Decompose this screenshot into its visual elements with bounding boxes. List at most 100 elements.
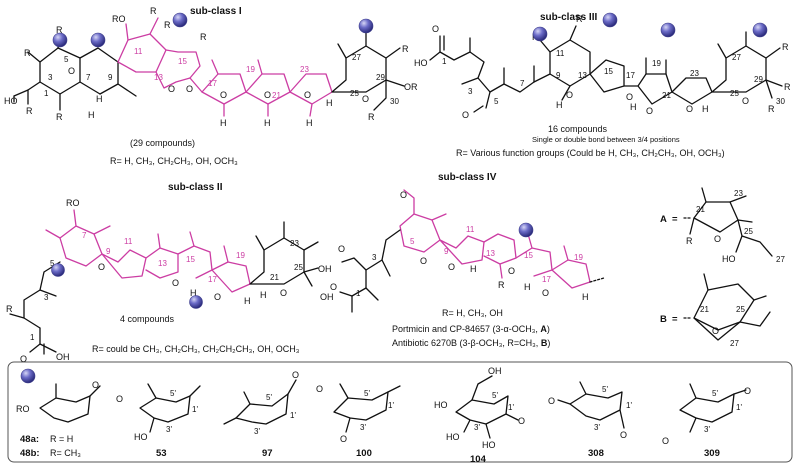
s3-rgroups: R= Various function groups (Could be H, … <box>456 148 725 158</box>
sugar-53-label: 53 <box>156 448 167 459</box>
s1-o-label-1: O <box>68 66 75 76</box>
s1-h-label-2: H <box>88 110 95 120</box>
s3-o-label-3: O <box>566 90 573 100</box>
s3-num-15: 15 <box>604 67 613 76</box>
sugar-309-p3: 3' <box>704 425 710 434</box>
s1-num-19: 19 <box>246 65 255 74</box>
s4-line1-c: ) <box>547 324 550 334</box>
s3-num-21: 21 <box>662 91 671 100</box>
s2-num-1: 1 <box>30 333 35 342</box>
s4-num-17: 17 <box>542 275 551 284</box>
sugar-308-label: 308 <box>588 448 604 459</box>
sugar-308-o-2: O <box>620 430 627 440</box>
frag-b-o: O <box>712 326 719 336</box>
s2-oh-label-1: OH <box>56 352 70 362</box>
s4-h-label-2: H <box>524 282 531 292</box>
s2-num-23: 23 <box>290 239 299 248</box>
sugar-309-o-1: O <box>662 436 669 446</box>
s1-sugar-ball-1 <box>52 32 68 48</box>
sugar-53-ho: HO <box>134 432 148 442</box>
sugar-53-o-1: O <box>116 394 123 404</box>
s2-oh-label-2: OH <box>318 264 332 274</box>
sugar-97-label: 97 <box>262 448 273 459</box>
s2-num-21: 21 <box>270 273 279 282</box>
s3-o-label-7: O <box>742 96 749 106</box>
s1-r-label-7: R <box>200 32 207 42</box>
s3-o-label-5: O <box>646 106 653 116</box>
s4-oh-label: OH <box>320 292 334 302</box>
sugar-97-p1: 1' <box>290 411 296 420</box>
s4-o-label-3: O <box>508 266 515 276</box>
s3-o-label-6: O <box>686 104 693 114</box>
sugar-97-o: O <box>292 370 299 380</box>
s3-h-label-1: H <box>556 100 563 110</box>
s2-num-19: 19 <box>236 251 245 260</box>
s2-num-7: 7 <box>82 231 87 240</box>
frag-b-num-27: 27 <box>730 339 739 348</box>
sugar-104-label: 104 <box>470 454 487 465</box>
sugar-104-o: O <box>518 416 525 426</box>
s4-line1-a: Portmicin and CP-84657 (3-α-OCH₃, <box>392 324 540 334</box>
s4-num-13: 13 <box>486 249 495 258</box>
s2-num-5: 5 <box>50 259 55 268</box>
s1-r-label-1: R <box>24 48 31 58</box>
sugar-48-o: O <box>92 380 99 390</box>
sugar-308-p1: 1' <box>626 401 632 410</box>
s3-h-label-3: H <box>702 104 709 114</box>
sugar-308-p5: 5' <box>602 385 608 394</box>
s2-o-label-3: O <box>214 292 221 302</box>
s4-rgroups: R= H, CH₃, OH <box>442 308 503 318</box>
s3-num-29: 29 <box>754 75 763 84</box>
s1-num-3: 3 <box>48 73 53 82</box>
s2-r-label: R <box>6 304 13 314</box>
sugar-97-p5: 5' <box>266 393 272 402</box>
s2-num-11: 11 <box>124 237 133 246</box>
s1-o-label-7: O <box>362 94 369 104</box>
s3-note: Single or double bond between 3/4 positi… <box>532 135 680 144</box>
s1-h-label-1: H <box>96 94 103 104</box>
s4-line2-c: ) <box>547 338 550 348</box>
s3-num-13: 13 <box>578 71 587 80</box>
s4-meo-label: O <box>400 190 407 200</box>
subclass-4-title: sub-class IV <box>438 172 497 183</box>
s4-o-label-2: O <box>448 262 455 272</box>
s1-rgroups: R= H, CH₃, CH₂CH₃, OH, OCH₃ <box>110 156 238 166</box>
s1-r-label-9: R <box>368 112 375 122</box>
s1-o-label-4: O <box>220 90 227 100</box>
frag-a-r: R <box>686 236 693 246</box>
sugar-104-ho-1: HO <box>434 400 448 410</box>
s1-num-11: 11 <box>134 47 143 56</box>
sugar-309-label: 309 <box>704 448 720 459</box>
s1-num-23: 23 <box>300 65 309 74</box>
s4-num-1: 1 <box>356 289 361 298</box>
s4-num-5: 5 <box>410 237 415 246</box>
s2-count: 4 compounds <box>120 314 175 324</box>
sugar-53-p5: 5' <box>170 389 176 398</box>
frag-a-eq: = <box>672 214 678 225</box>
s1-ro-label: RO <box>112 14 126 24</box>
s4-num-3: 3 <box>372 253 377 262</box>
s3-o-label-1: O <box>432 24 439 34</box>
fragment-a: A = 21 23 25 27 O R HO <box>660 187 785 264</box>
s4-o-label-6: O <box>330 282 337 292</box>
s3-o-label-4: O <box>626 92 633 102</box>
sugar-100-o-2: O <box>340 434 347 444</box>
s1-num-29: 29 <box>376 73 385 82</box>
s3-sugar-ball-2 <box>602 12 618 28</box>
s1-num-5: 5 <box>64 55 69 64</box>
frag-a-num-23: 23 <box>734 189 743 198</box>
subclass-1-structure: sub-class I HO R R R R H H 1 3 5 7 9 O R… <box>4 6 418 166</box>
sugar-308-p3: 3' <box>594 423 600 432</box>
s3-sugar-ball-3 <box>660 22 676 38</box>
s2-o-label-4: O <box>20 354 27 364</box>
s1-num-1: 1 <box>44 89 49 98</box>
s1-count: (29 compounds) <box>130 138 195 148</box>
frag-a-num-27: 27 <box>776 255 785 264</box>
s3-num-25: 25 <box>730 89 739 98</box>
sugar-legend: RO O 48a: R = H 48b: R= CH₃ O HO 5' 1' 3… <box>7 361 793 465</box>
s2-rgroups: R= could be CH₃, CH₂CH₃, CH₂CH₂CH₃, OH, … <box>92 344 300 354</box>
s2-sugar-ball-1 <box>51 263 65 277</box>
subclass-2-structure: sub-class II RO 7 9 11 13 15 17 19 O O O… <box>6 182 332 364</box>
s1-or-label: OR <box>404 82 418 92</box>
